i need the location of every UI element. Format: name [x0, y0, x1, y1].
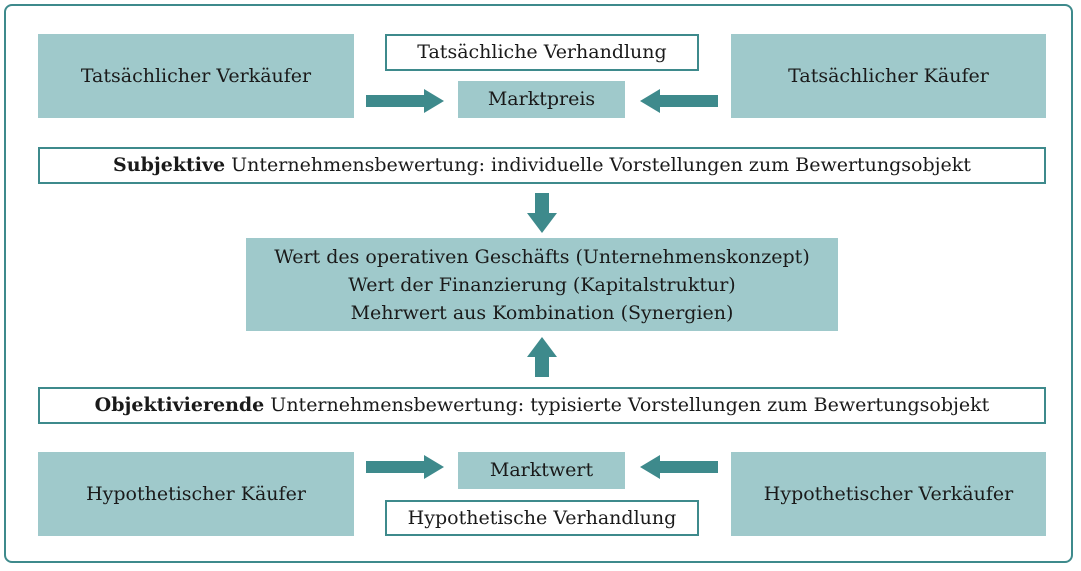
arrow-left-icon	[640, 89, 718, 113]
objective-rest-label: Unternehmensbewertung: typisierte Vorste…	[264, 394, 990, 417]
hypothetical-buyer-box: Hypothetischer Käufer	[38, 452, 354, 536]
market-value-label: Marktwert	[489, 459, 594, 482]
hypothetical-seller-box: Hypothetischer Verkäufer	[731, 452, 1046, 536]
actual-negotiation-label: Tatsächliche Verhandlung	[417, 41, 667, 64]
hypothetical-negotiation-label: Hypothetische Verhandlung	[407, 506, 677, 529]
market-value-box: Marktwert	[458, 452, 625, 489]
market-price-label: Marktpreis	[487, 88, 596, 111]
value-components-box: Wert des operativen Geschäfts (Unternehm…	[246, 238, 838, 331]
hypothetical-seller-label: Hypothetischer Verkäufer	[763, 482, 1014, 505]
arrow-up-icon	[527, 337, 557, 377]
market-price-box: Marktpreis	[458, 81, 625, 118]
actual-seller-label: Tatsächlicher Verkäufer	[80, 64, 312, 87]
actual-seller-box: Tatsächlicher Verkäufer	[38, 34, 354, 118]
actual-negotiation-box: Tatsächliche Verhandlung	[385, 34, 699, 71]
arrow-left-icon	[640, 455, 718, 479]
actual-buyer-label: Tatsächlicher Käufer	[788, 64, 989, 87]
hypothetical-negotiation-box: Hypothetische Verhandlung	[385, 500, 699, 536]
arrow-right-icon	[366, 455, 444, 479]
subjective-rest-label: Unternehmensbewertung: individuelle Vors…	[225, 154, 971, 177]
synergy-value-line: Mehrwert aus Kombination (Synergien)	[350, 301, 734, 324]
hypothetical-buyer-label: Hypothetischer Käufer	[86, 482, 306, 505]
objective-valuation-bar: Objektivierende Unternehmensbewertung: t…	[38, 387, 1046, 424]
actual-buyer-box: Tatsächlicher Käufer	[731, 34, 1046, 118]
subjective-bold-label: Subjektive	[113, 154, 226, 177]
objective-bold-label: Objektivierende	[94, 394, 265, 417]
arrow-down-icon	[527, 193, 557, 233]
arrow-right-icon	[366, 89, 444, 113]
operative-value-line: Wert des operativen Geschäfts (Unternehm…	[274, 245, 810, 268]
subjective-valuation-bar: Subjektive Unternehmensbewertung: indivi…	[38, 147, 1046, 184]
diagram-frame	[4, 4, 1073, 563]
financing-value-line: Wert der Finanzierung (Kapitalstruktur)	[348, 273, 736, 296]
